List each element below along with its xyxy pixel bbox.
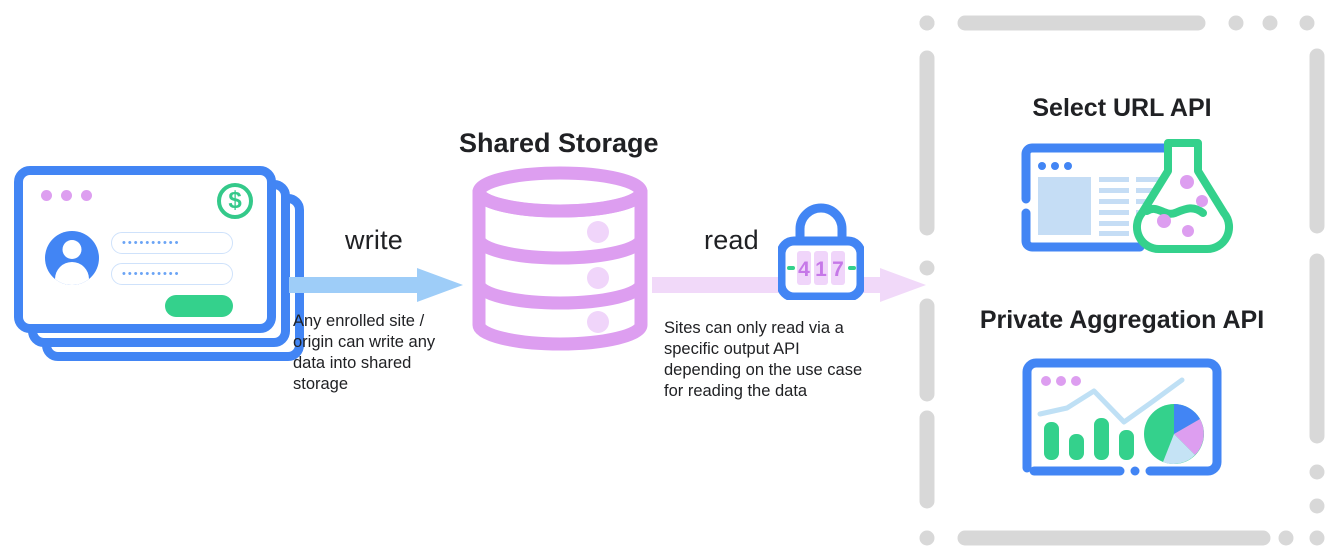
- user-avatar-icon: [45, 231, 99, 285]
- window-dots: [41, 190, 92, 201]
- stacked-site-cards: $ •••••••••• ••••••••••: [14, 166, 304, 361]
- read-caption: Sites can only read via a specific outpu…: [664, 319, 863, 400]
- private-aggregation-api-title: Private Aggregation API: [979, 306, 1265, 334]
- window-dot: [61, 190, 72, 201]
- dashboard-charts-icon: [1022, 358, 1222, 484]
- database-cylinder-icon: [470, 166, 650, 351]
- read-label: read: [704, 225, 759, 255]
- submit-button[interactable]: [165, 295, 233, 317]
- site-card-front: $ •••••••••• ••••••••••: [14, 166, 276, 333]
- output-apis-panel: Select URL API: [918, 6, 1326, 549]
- write-arrow-icon: [289, 266, 464, 304]
- window-dot: [41, 190, 52, 201]
- avatar-head: [62, 240, 82, 259]
- svg-text:1: 1: [815, 258, 827, 281]
- select-url-api-title: Select URL API: [1032, 94, 1212, 122]
- dollar-symbol: $: [228, 187, 242, 214]
- combination-padlock-icon: 4 1 7: [776, 203, 866, 302]
- username-field[interactable]: ••••••••••: [111, 232, 233, 254]
- svg-text:4: 4: [798, 258, 810, 281]
- browser-window-with-flask-icon: [1016, 139, 1236, 257]
- window-dot: [81, 190, 92, 201]
- avatar-body: [55, 262, 89, 285]
- write-caption: Any enrolled site / origin can write any…: [293, 312, 436, 393]
- write-label: write: [345, 225, 404, 255]
- dollar-circle-icon: $: [217, 183, 253, 219]
- svg-text:7: 7: [832, 258, 844, 281]
- password-field[interactable]: ••••••••••: [111, 263, 233, 285]
- shared-storage-title: Shared Storage: [459, 128, 659, 158]
